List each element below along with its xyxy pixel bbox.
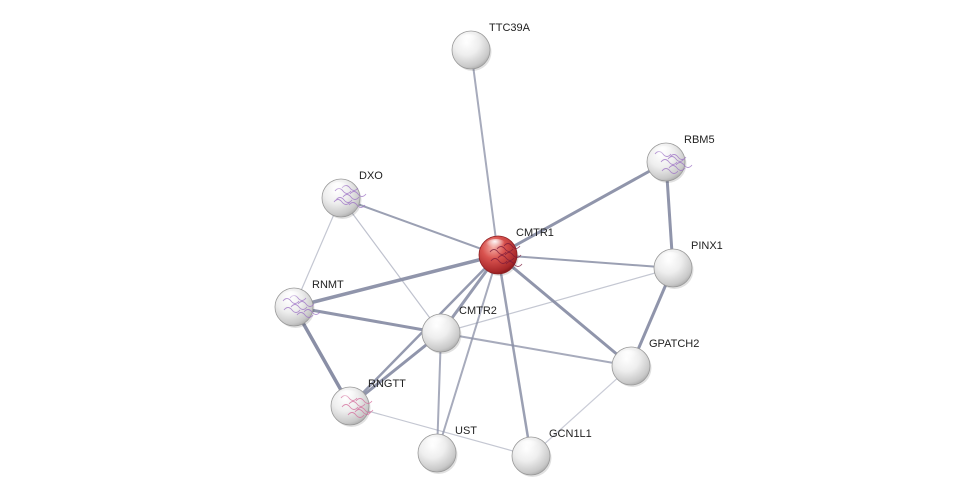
edge-dxo-rnmt[interactable] bbox=[293, 197, 342, 308]
node-label-cmtr2: CMTR2 bbox=[459, 305, 497, 317]
edge-cmtr2-gpatch2[interactable] bbox=[440, 332, 632, 367]
node-highlight bbox=[653, 146, 675, 160]
node-rngtt[interactable]: RNGTT bbox=[330, 378, 406, 427]
node-highlight bbox=[660, 252, 682, 266]
node-highlight bbox=[485, 239, 507, 253]
node-highlight bbox=[328, 182, 350, 196]
node-ttc39a[interactable]: TTC39A bbox=[451, 22, 531, 71]
node-label-gcn1l1: GCN1L1 bbox=[549, 428, 592, 440]
node-label-rbm5: RBM5 bbox=[684, 134, 715, 146]
node-highlight bbox=[337, 390, 359, 404]
node-label-ust: UST bbox=[455, 425, 477, 437]
edge-cmtr1-dxo[interactable] bbox=[340, 197, 499, 256]
node-cmtr1[interactable]: CMTR1 bbox=[478, 227, 554, 276]
node-highlight bbox=[518, 440, 540, 454]
edge-cmtr1-pinx1[interactable] bbox=[497, 254, 674, 269]
edge-cmtr1-rbm5[interactable] bbox=[496, 160, 668, 257]
node-label-rngtt: RNGTT bbox=[368, 378, 406, 390]
edge-cmtr2-ust[interactable] bbox=[436, 332, 442, 454]
node-gpatch2[interactable]: GPATCH2 bbox=[611, 338, 699, 387]
protein-structure-icon bbox=[654, 151, 693, 174]
node-label-rnmt: RNMT bbox=[312, 279, 344, 291]
node-rnmt[interactable]: RNMT bbox=[274, 279, 344, 328]
edge-cmtr1-gcn1l1[interactable] bbox=[496, 253, 533, 458]
edge-rngtt-gcn1l1[interactable] bbox=[349, 405, 532, 457]
edge-gpatch2-gcn1l1[interactable] bbox=[530, 365, 632, 457]
node-rbm5[interactable]: RBM5 bbox=[646, 134, 715, 183]
node-highlight bbox=[618, 350, 640, 364]
node-highlight bbox=[281, 291, 303, 305]
node-cmtr2[interactable]: CMTR2 bbox=[421, 305, 497, 354]
node-label-dxo: DXO bbox=[359, 170, 383, 182]
node-label-gpatch2: GPATCH2 bbox=[649, 338, 699, 350]
edge-cmtr1-rnmt[interactable] bbox=[292, 253, 500, 309]
edge-cmtr1-ttc39a[interactable] bbox=[470, 49, 499, 256]
edge-cmtr1-ust[interactable] bbox=[436, 254, 499, 454]
node-gcn1l1[interactable]: GCN1L1 bbox=[511, 428, 592, 477]
node-ust[interactable]: UST bbox=[417, 425, 477, 474]
node-highlight bbox=[458, 34, 480, 48]
edge-cmtr2-rngtt[interactable] bbox=[348, 331, 443, 408]
node-highlight bbox=[424, 437, 446, 451]
node-label-cmtr1: CMTR1 bbox=[516, 227, 554, 239]
node-pinx1[interactable]: PINX1 bbox=[653, 240, 723, 289]
edge-dxo-cmtr2[interactable] bbox=[340, 197, 442, 334]
node-highlight bbox=[428, 317, 450, 331]
edge-cmtr1-gpatch2[interactable] bbox=[496, 253, 633, 368]
node-label-pinx1: PINX1 bbox=[691, 240, 723, 252]
node-label-ttc39a: TTC39A bbox=[489, 22, 531, 34]
node-dxo[interactable]: DXO bbox=[321, 170, 383, 219]
edge-pinx1-cmtr2[interactable] bbox=[440, 267, 674, 334]
edge-rnmt-cmtr2[interactable] bbox=[292, 305, 443, 335]
